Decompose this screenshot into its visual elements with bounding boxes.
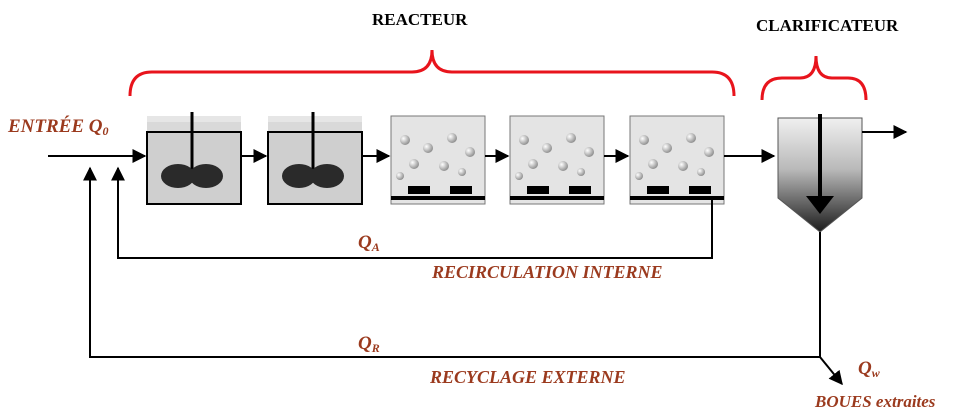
reactor-title: REACTEUR: [372, 10, 468, 29]
qw-label: Qw: [858, 358, 880, 380]
clarifier-tank: [777, 114, 863, 233]
recycling-label: RECYCLAGE EXTERNE: [430, 367, 626, 387]
sludge-waste-arrow: [819, 356, 843, 386]
aerated-tank-2: [509, 115, 605, 205]
clarifier-bracket: [760, 55, 868, 101]
anoxic-tank-1: [146, 112, 242, 205]
qr-label: QR: [358, 333, 380, 355]
internal-recirculation-line: [111, 166, 713, 259]
inlet-label: ENTRÉE Q0: [8, 116, 109, 138]
anoxic-tank-2: [267, 112, 363, 205]
recirculation-label: RECIRCULATION INTERNE: [432, 262, 663, 282]
aerated-tank-3: [629, 115, 725, 205]
qa-label: QA: [358, 232, 380, 254]
external-recycle-line: [83, 166, 821, 358]
aerated-tank-1: [390, 115, 486, 205]
clarifier-title: CLARIFICATEUR: [756, 16, 899, 35]
sludge-label: BOUES extraites: [815, 392, 936, 411]
reactor-bracket: [128, 49, 736, 97]
main-flow: [48, 125, 908, 163]
